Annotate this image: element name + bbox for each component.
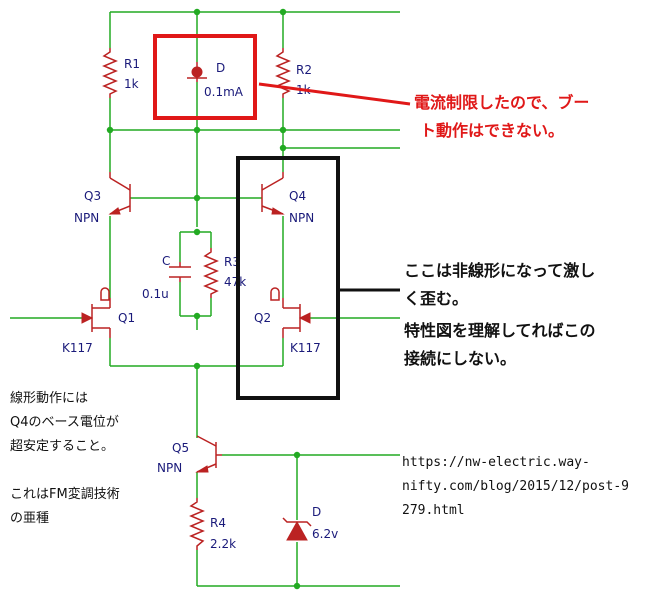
url-annotation: https://nw-electric.way- nifty.com/blog/… [402,455,629,518]
transistor-q5: Q5 NPN [157,435,222,475]
red-annotation: 電流制限したので、ブー ト動作はできない。 [414,93,589,140]
c-value: 0.1u [142,287,169,301]
black-note-line-1: ここは非線形になって激し [404,261,595,280]
wires [10,11,400,587]
url-line-3: 279.html [402,503,465,518]
q5-type: NPN [157,461,182,475]
zener-diode-d2: D 6.2v [282,505,338,541]
black-note-line-4: 接続にしない。 [404,349,516,368]
q1-name: Q1 [118,311,135,325]
resistor-r2: R2 1k [275,48,312,98]
left-annotation: 線形動作には Q4のベース電位が 超安定すること。 これはFM変調技術 の亜種 [10,390,120,526]
r4-value: 2.2k [210,537,236,551]
black-annotation: ここは非線形になって激し く歪む。 特性図を理解してればこの 接続にしない。 [404,261,596,368]
q2-part: K117 [290,341,321,355]
red-pointer-line [258,82,411,106]
q3-type: NPN [74,211,99,225]
url-line-2: nifty.com/blog/2015/12/post-9 [402,479,629,494]
d2-name: D [312,505,321,519]
q3-name: Q3 [84,189,101,203]
jfet-q2: Q2 K117 [254,287,321,355]
r1-value: 1k [124,77,139,91]
r1-name: R1 [124,57,140,71]
diode-d1: D 0.1mA [187,61,244,99]
d1-name: D [216,61,225,75]
r4-name: R4 [210,516,226,530]
transistor-q4: Q4 NPN [261,172,314,225]
red-note-line-1: 電流制限したので、ブー [414,93,589,112]
black-note-line-3: 特性図を理解してればこの [404,321,596,340]
q4-type: NPN [289,211,314,225]
resistor-r3: R3 47k [203,248,246,298]
red-note-line-2: ト動作はできない。 [420,121,564,140]
q2-name: Q2 [254,311,271,325]
black-note-line-2: く歪む。 [404,289,468,308]
left-note2-line-2: の亜種 [10,510,49,526]
r2-name: R2 [296,63,312,77]
c-name: C [162,254,170,268]
d2-value: 6.2v [312,527,338,541]
resistor-r1: R1 1k [102,48,140,98]
resistor-r4: R4 2.2k [189,498,236,551]
jfet-q1: Q1 K117 [62,287,135,355]
url-line-1: https://nw-electric.way- [402,455,590,470]
q4-name: Q4 [289,189,306,203]
transistor-q3: Q3 NPN [74,172,131,225]
left-note-line-2: Q4のベース電位が [10,415,119,430]
q5-name: Q5 [172,441,189,455]
left-note-line-1: 線形動作には [10,390,88,406]
junction-dots [106,8,301,590]
r3-name: R3 [224,255,240,269]
capacitor-c: C 0.1u [142,254,191,301]
left-note2-line-1: これはFM変調技術 [10,486,120,502]
red-highlight-box [153,34,257,120]
r3-value: 47k [224,275,246,289]
d1-value: 0.1mA [204,85,244,99]
left-note-line-3: 超安定すること。 [10,439,114,454]
black-highlight-box [236,156,340,400]
q1-part: K117 [62,341,93,355]
